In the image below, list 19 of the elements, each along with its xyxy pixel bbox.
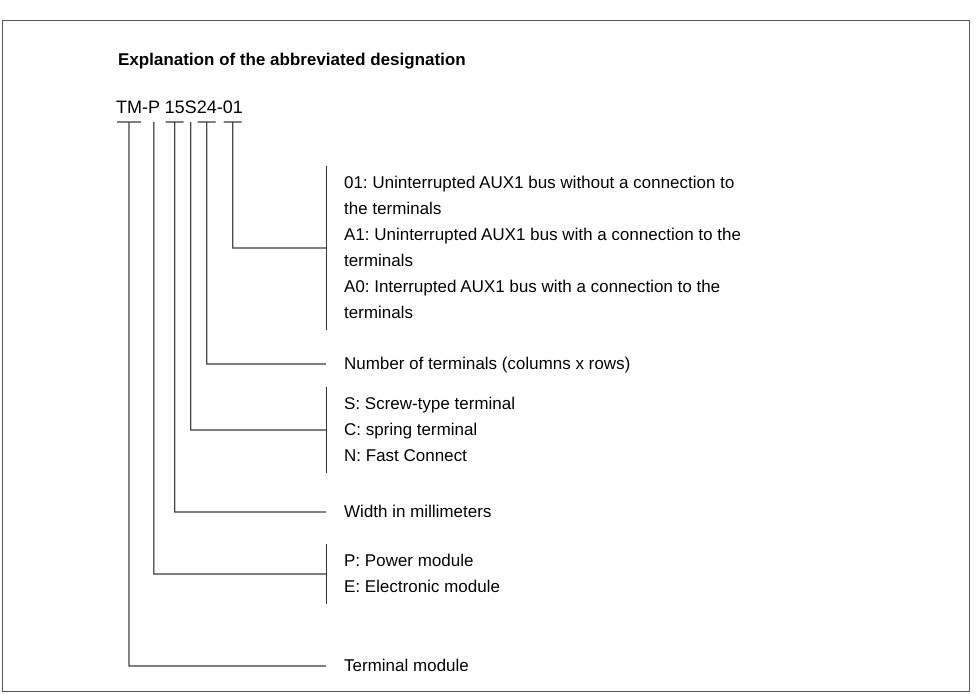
leader-line [153,122,326,575]
description-text: A1: Uninterrupted AUX1 bus with a connection to the terminals [344,224,742,272]
leader-line [165,121,327,513]
leader-line [197,121,327,365]
description-text: N: Fast Connect [344,445,468,467]
description-text: Width in millimeters [344,501,492,523]
description-text: E: Electronic module [344,576,501,598]
leader-line [116,121,327,667]
description-text: S: Screw-type terminal [344,393,516,415]
description-text: Number of terminals (columns x rows) [344,353,632,375]
description-text: P: Power module [344,550,474,572]
leader-line [190,122,326,431]
designation-code: TM-P 15S24-01 [116,96,243,118]
description-text: 01: Uninterrupted AUX1 bus without a connection to the terminals [344,172,736,220]
leader-line [223,121,327,249]
description-text: A0: Interrupted AUX1 bus with a connection to the terminals [344,276,722,324]
description-text: C: spring terminal [344,419,478,441]
description-text: Terminal module [344,655,470,677]
diagram-title: Explanation of the abbreviated designation [118,49,466,71]
